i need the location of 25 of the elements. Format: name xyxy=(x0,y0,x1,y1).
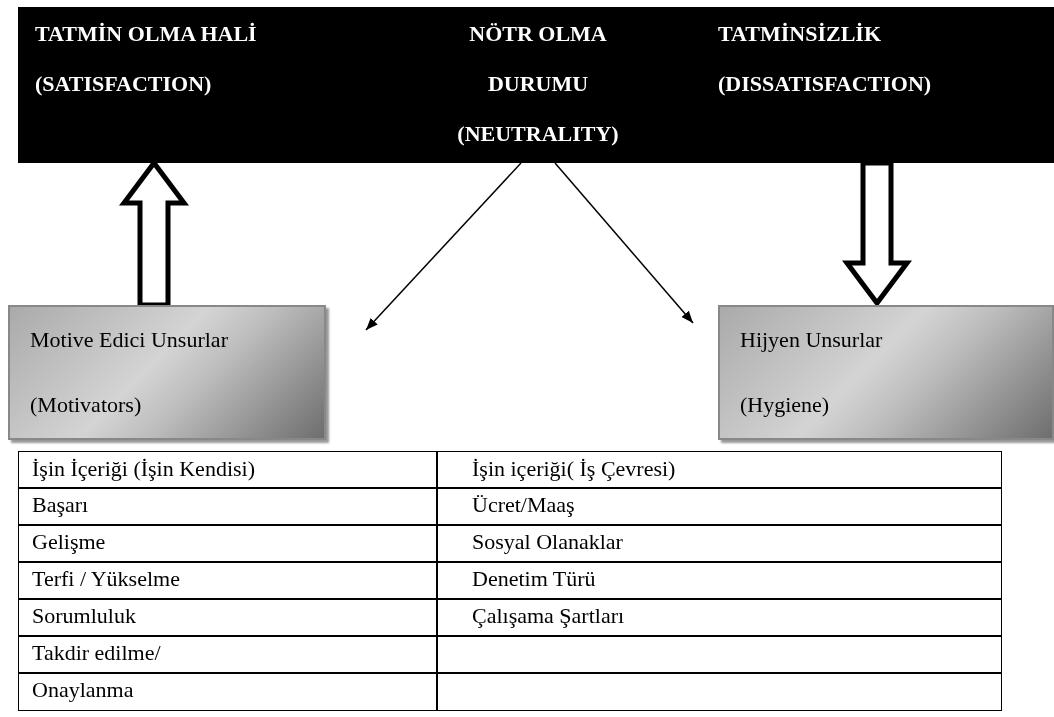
table-cell: Denetim Türü xyxy=(436,561,1002,600)
heading-band xyxy=(18,7,1054,163)
box-text: Hijyen Unsurlar xyxy=(740,326,884,354)
box-text: Motive Edici Unsurlar xyxy=(30,326,229,354)
table-cell: Ücret/Maaş xyxy=(436,487,1002,526)
table-cell: Terfi / Yükselme xyxy=(18,561,438,600)
arrow xyxy=(554,162,694,324)
table-cell: Gelişme xyxy=(18,524,438,563)
state-label: TATMİNSİZLİK (DISSATISFACTION) xyxy=(718,9,1048,109)
factor-box xyxy=(718,305,1054,440)
table-cell: Onaylanma xyxy=(18,672,438,711)
table-cell: Sorumluluk xyxy=(18,598,438,637)
block-arrow xyxy=(842,160,912,308)
table-cell: İşin İçeriği (İşin Kendisi) xyxy=(18,451,438,489)
state-label: NÖTR OLMA DURUMU (NEUTRALITY) xyxy=(438,9,638,163)
state-label: TATMİN OLMA HALİ (SATISFACTION) xyxy=(35,9,355,109)
box-text: (Motivators) xyxy=(30,391,143,419)
factor-box xyxy=(8,305,326,440)
table-cell: Başarı xyxy=(18,487,438,526)
table-cell: Takdir edilme/ xyxy=(18,635,438,674)
table-cell: Sosyal Olanaklar xyxy=(436,524,1002,563)
table-cell: İşin içeriği( İş Çevresi) xyxy=(436,451,1002,489)
box-text: (Hygiene) xyxy=(740,391,831,419)
table-cell: Çalışama Şartları xyxy=(436,598,1002,637)
arrow xyxy=(365,162,522,331)
